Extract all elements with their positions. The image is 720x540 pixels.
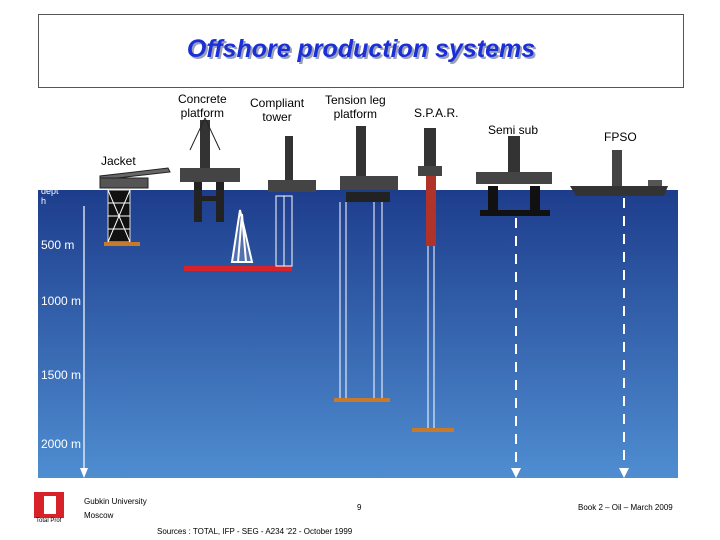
- sources: Sources : TOTAL, IFP - SEG - A234 '22 - …: [157, 527, 353, 536]
- tension-leg-platform-structure: [334, 126, 398, 402]
- university-city: Moscow: [84, 511, 114, 520]
- depth-tick-2000: 2000 m: [41, 437, 82, 451]
- depth-tick-500: 500 m: [41, 238, 75, 252]
- depth-axis-label: dept h: [41, 186, 59, 206]
- label-compliant-tower: Compliant tower: [250, 96, 305, 124]
- concrete-platform-structure: [180, 117, 292, 271]
- title-frame: Offshore production systems: [38, 14, 684, 88]
- depth-tick-1500: 1500 m: [41, 368, 82, 382]
- label-semi-sub: Semi sub: [488, 123, 539, 137]
- semi-sub-structure: [476, 136, 552, 478]
- spar-structure: [412, 128, 454, 432]
- label-tension-leg-platform: Tension leg platform: [325, 93, 386, 121]
- page-number: 9: [357, 503, 362, 512]
- label-jacket: Jacket: [101, 154, 136, 168]
- label-spar: S.P.A.R.: [414, 106, 459, 120]
- label-fpso: FPSO: [604, 130, 637, 144]
- depth-tick-1000: 1000 m: [41, 294, 82, 308]
- logo-text: Total Prof: [36, 518, 62, 524]
- depth-axis: [80, 206, 88, 478]
- university-name: Gubkin University: [84, 497, 147, 506]
- slide-title: Offshore production systems: [186, 35, 536, 63]
- sea: [38, 190, 678, 478]
- fpso-structure: [570, 150, 668, 478]
- jacket-structure: [99, 167, 171, 246]
- label-concrete-platform: Concrete platform: [178, 92, 227, 120]
- total-prof-logo: [34, 492, 64, 518]
- compliant-tower-structure: [268, 136, 316, 267]
- book-reference: Book 2 – Oil – March 2009: [578, 503, 673, 512]
